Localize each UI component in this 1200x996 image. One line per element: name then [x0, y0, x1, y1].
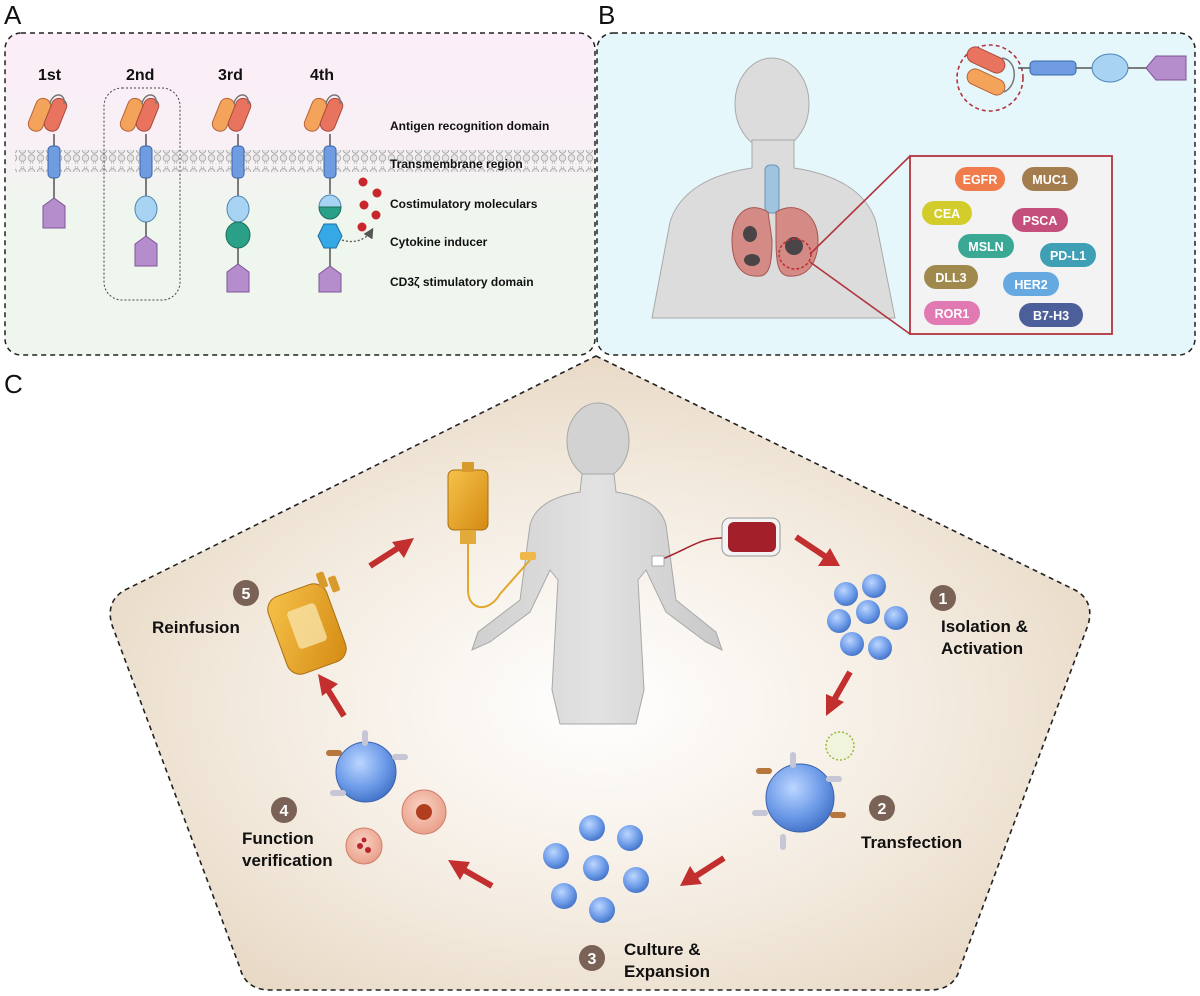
transfected-car-t-cell [752, 731, 855, 850]
tumor-left-1 [743, 226, 757, 242]
step-3-label-line2: Expansion [624, 962, 710, 981]
antigen-egfr-label: EGFR [963, 173, 998, 187]
step-2-number: 2 [878, 801, 887, 818]
tumor-right [785, 237, 803, 255]
antigen-muc1-label: MUC1 [1032, 173, 1067, 187]
antigen-psca-label: PSCA [1023, 214, 1058, 228]
gen-label-2nd: 2nd [126, 67, 154, 84]
isolated-t-cells [827, 574, 908, 660]
arrow-to-step-2 [826, 670, 853, 716]
iv-bag [447, 462, 536, 608]
antigen-egfr: EGFR [955, 167, 1005, 191]
cytokine-dots [357, 177, 382, 232]
antigen-dll3-label: DLL3 [935, 271, 966, 285]
step-4-number: 4 [280, 803, 289, 820]
panel-b-letter: B [598, 0, 615, 30]
car-2nd-gen [119, 94, 160, 267]
arrow-to-step-1 [794, 534, 840, 566]
panel-c-letter: C [4, 369, 23, 399]
car-t-killing-tumor [326, 730, 447, 865]
antigen-cea-label: CEA [934, 207, 960, 221]
label-costimulatory-moleculars: Costimulatory moleculars [390, 197, 538, 211]
cycle-arrows [318, 534, 853, 889]
gen-label-1st: 1st [38, 67, 62, 84]
reinfusion-bag [267, 571, 347, 675]
virus-vector [825, 731, 855, 761]
step-3: 3 Culture & Expansion [579, 940, 710, 981]
step-4-label-line2: verification [242, 851, 333, 870]
antigen-pd-l1: PD-L1 [1040, 243, 1096, 267]
antigen-her2-label: HER2 [1014, 278, 1047, 292]
label-cd3z-stimulatory-domain: CD3ζ stimulatory domain [390, 275, 534, 289]
antigen-psca: PSCA [1012, 208, 1068, 232]
step-5-number: 5 [242, 586, 251, 603]
arrow-to-step-4 [448, 860, 494, 889]
panel-a: A 1st 2nd 3rd 4th [4, 0, 596, 356]
step-5-label: Reinfusion [152, 618, 240, 637]
arrow-to-step-3 [680, 855, 726, 886]
step-1-label-line2: Activation [941, 639, 1023, 658]
car-4th-gen [303, 94, 374, 293]
zoom-line-top [809, 155, 911, 255]
step-4: 4 Function verification [242, 797, 333, 870]
step-2: 2 Transfection [861, 795, 962, 852]
blood-bag [651, 517, 781, 567]
cell-membrane [15, 150, 595, 172]
antigen-ror1-label: ROR1 [935, 307, 970, 321]
step-2-label: Transfection [861, 833, 962, 852]
trachea [764, 164, 780, 214]
antigen-dll3: DLL3 [924, 265, 978, 289]
second-gen-highlight [103, 87, 181, 301]
arrow-to-patient [368, 538, 414, 569]
car-1st-gen [27, 94, 68, 229]
label-antigen-recognition-domain: Antigen recognition domain [390, 119, 549, 133]
car-structure-schematic [956, 44, 1187, 112]
antigen-msln: MSLN [958, 234, 1014, 258]
human-torso-illustration [651, 57, 896, 319]
gen-label-3rd: 3rd [218, 67, 243, 84]
step-3-number: 3 [588, 951, 597, 968]
antigen-b7-h3-label: B7-H3 [1033, 309, 1069, 323]
antigen-msln-label: MSLN [968, 240, 1003, 254]
antigen-her2: HER2 [1003, 272, 1059, 296]
label-transmembrane-region: Transmembrane region [390, 157, 523, 171]
arrow-to-step-5 [318, 674, 347, 718]
antigen-ror1: ROR1 [924, 301, 980, 325]
left-lung [731, 207, 773, 277]
expanded-car-t-cells [543, 815, 649, 923]
step-1-label-line1: Isolation & [941, 617, 1028, 636]
antigen-muc1: MUC1 [1022, 167, 1078, 191]
antigen-b7-h3: B7-H3 [1019, 303, 1083, 327]
tumor-cell-2 [345, 827, 383, 865]
step-1-number: 1 [939, 591, 948, 608]
zoom-line-bottom [809, 261, 911, 335]
antigen-pd-l1-label: PD-L1 [1050, 249, 1086, 263]
step-3-label-line1: Culture & [624, 940, 701, 959]
step-1: 1 Isolation & Activation [930, 585, 1028, 658]
panel-c: C [4, 355, 1091, 991]
gen-label-4th: 4th [310, 67, 334, 84]
panel-a-frame [4, 32, 596, 356]
panel-a-letter: A [4, 0, 22, 30]
tumor-left-2 [744, 254, 760, 266]
antigen-cea: CEA [922, 201, 972, 225]
step-4-label-line1: Function [242, 829, 314, 848]
panel-b: B EGFR MUC1 [596, 0, 1196, 356]
label-cytokine-inducer: Cytokine inducer [390, 235, 488, 249]
step-5: 5 Reinfusion [152, 580, 259, 637]
human-figure [471, 402, 723, 725]
car-3rd-gen [211, 94, 252, 293]
